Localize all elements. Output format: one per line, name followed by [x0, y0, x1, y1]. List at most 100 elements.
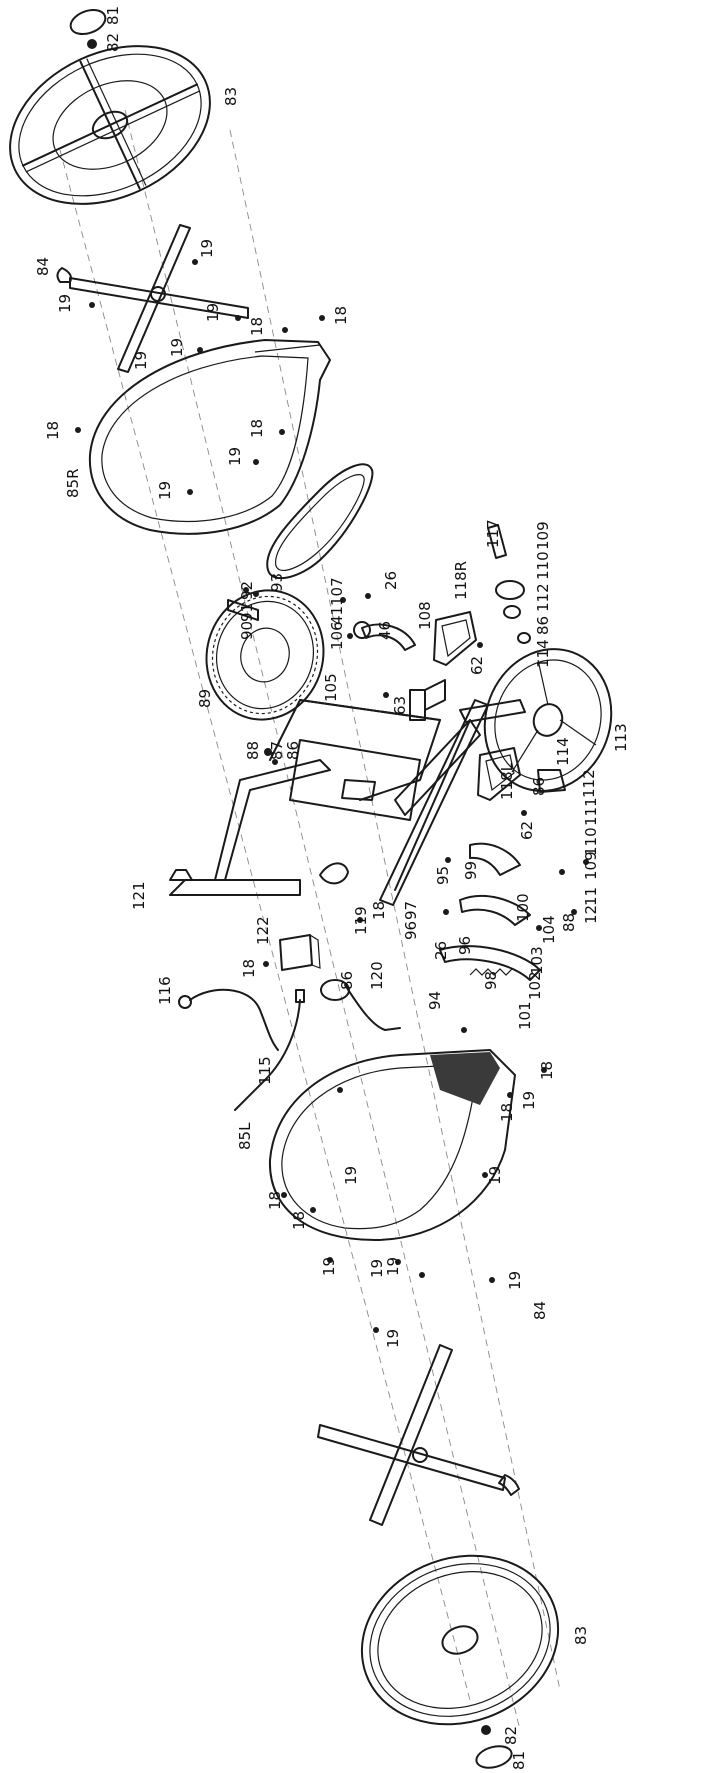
callout-label: 19	[168, 338, 186, 357]
callout-label: 19	[368, 1259, 386, 1278]
part-82-bottom-cap	[481, 1725, 491, 1735]
callout-label: 98	[482, 971, 500, 990]
callout-label: 87	[268, 741, 286, 760]
callout-layer: 81 82 83 84 19 19 19 19 18 18 19 18 18 8…	[34, 6, 630, 1770]
callout-label: 19	[132, 351, 150, 370]
callout-label: 113	[612, 723, 630, 752]
callout-label: 91	[238, 603, 256, 622]
callout-label: 109	[582, 851, 600, 880]
part-83-bottom-cover	[360, 1554, 560, 1726]
callout-label: 110	[582, 827, 600, 856]
part-90-axle	[227, 587, 259, 621]
callout-label: 18	[248, 317, 266, 336]
callout-label: 115	[256, 1056, 274, 1085]
callout-label: 62	[518, 821, 536, 840]
callout-label: 19	[506, 1271, 524, 1290]
callout-label: 112	[580, 769, 598, 798]
callout-label: 46	[376, 621, 394, 640]
callout-label: 19	[384, 1257, 402, 1276]
callout-label: 107	[328, 577, 346, 606]
part-118r-right-pedal	[433, 611, 477, 666]
callout-label: 86	[530, 777, 548, 796]
callout-label: 89	[196, 689, 214, 708]
callout-label: 95	[434, 866, 452, 885]
part-113-wheel	[483, 648, 613, 792]
callout-label: 19	[198, 239, 216, 258]
callout-label: 109	[534, 521, 552, 550]
callout-label: 110	[534, 551, 552, 580]
callout-label: 102	[526, 971, 544, 1000]
callout-label: 18	[370, 901, 388, 920]
callout-label: 26	[382, 571, 400, 590]
callout-label: 96	[456, 936, 474, 955]
callout-label: 11	[582, 887, 600, 906]
main-frame	[169, 679, 526, 906]
callout-label: 18	[240, 959, 258, 978]
callout-label: 18	[332, 306, 350, 325]
callout-label: 63	[391, 696, 409, 715]
fastener-dots	[75, 259, 589, 1333]
callout-label: 12	[582, 905, 600, 924]
callout-label: 116	[156, 976, 174, 1005]
callout-label: 19	[520, 1091, 538, 1110]
part-93-drive-belt	[266, 463, 374, 580]
callout-label: 114	[534, 639, 552, 668]
part-116-cable	[178, 988, 279, 1051]
part-82-top-cap	[87, 39, 97, 49]
callout-label: 85L	[236, 1122, 254, 1150]
part-81-bottom-ring	[475, 1745, 513, 1769]
part-121-knob	[169, 869, 193, 881]
callout-label: 106	[328, 621, 346, 650]
callout-label: 86	[284, 741, 302, 760]
part-99-brake-shoe	[469, 842, 521, 876]
callout-label: 85R	[64, 468, 82, 498]
callout-label: 108	[416, 601, 434, 630]
callout-label: 86	[534, 616, 552, 635]
callout-label: 90	[238, 621, 256, 640]
callout-label: 105	[322, 673, 340, 702]
callout-label: 18	[44, 421, 62, 440]
part-81-top-ring	[69, 8, 107, 36]
callout-label: 103	[528, 946, 546, 975]
callout-label: 83	[222, 87, 240, 106]
callout-label: 18	[538, 1061, 556, 1080]
callout-label: 19	[320, 1257, 338, 1276]
callout-label: 118L	[498, 762, 516, 800]
part-122-controller	[279, 933, 321, 971]
callout-label: 104	[540, 915, 558, 944]
part-84-top-bracket	[56, 224, 249, 373]
callout-label: 26	[432, 941, 450, 960]
callout-label: 112	[534, 583, 552, 612]
callout-label: 101	[516, 1001, 534, 1030]
part-86-bearing-right	[495, 580, 531, 644]
callout-label: 93	[268, 573, 286, 592]
part-89-pulley	[205, 589, 325, 721]
callout-label: 19	[204, 303, 222, 322]
part-118l-left-pedal	[477, 747, 521, 801]
callout-label: 82	[104, 33, 122, 52]
part-85l-left-cover	[268, 1049, 516, 1241]
callout-label: 120	[368, 961, 386, 990]
callout-label: 86	[338, 971, 356, 990]
callout-label: 114	[554, 737, 572, 766]
part-111-hub	[537, 769, 566, 793]
part-84-bottom-bracket	[317, 1344, 520, 1526]
callout-label: 96	[402, 921, 420, 940]
callout-label: 19	[156, 481, 174, 500]
callout-label: 41	[328, 606, 346, 625]
callout-label: 62	[468, 656, 486, 675]
callout-label: 19	[384, 1329, 402, 1348]
part-83-top-cover	[9, 45, 211, 205]
callout-label: 88	[244, 741, 262, 760]
callout-label: 119	[352, 906, 370, 935]
callout-label: 19	[486, 1166, 504, 1185]
callout-label: 121	[130, 881, 148, 910]
callout-label: 84	[34, 257, 52, 276]
part-115-cable	[234, 989, 305, 1111]
callout-label: 82	[502, 1726, 520, 1745]
part-97-tension-bracket	[439, 945, 541, 981]
callout-label: 84	[531, 1301, 549, 1320]
callout-label: 94	[426, 991, 444, 1010]
callout-label: 122	[254, 916, 272, 945]
